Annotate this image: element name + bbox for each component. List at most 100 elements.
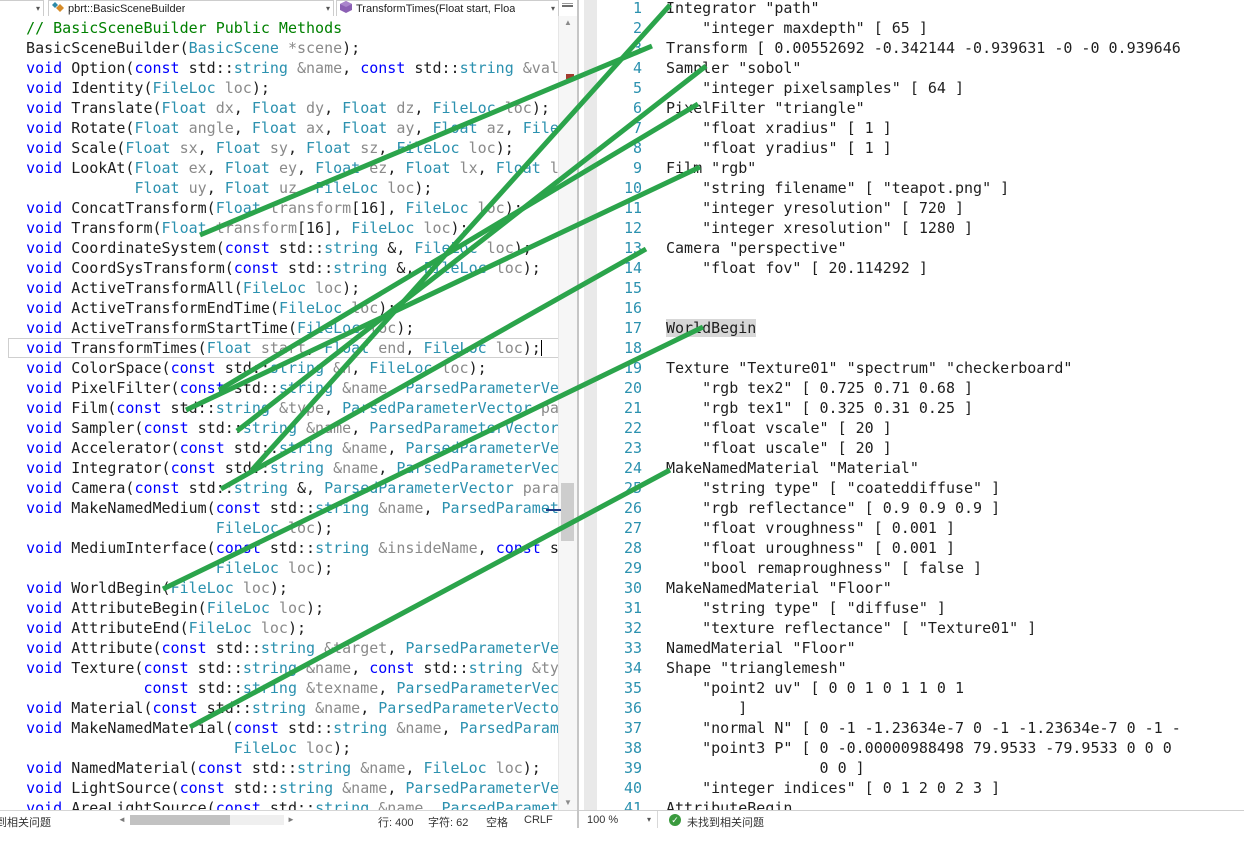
code-line[interactable]: Float uy, Float uz, FileLoc loc); <box>134 179 433 197</box>
code-line[interactable]: void CoordSysTransform(const std::string… <box>26 259 541 277</box>
code-line[interactable]: void ActiveTransformStartTime(FileLoc lo… <box>26 319 415 337</box>
file-line[interactable]: 31 "string type" [ "diffuse" ] <box>579 598 1244 618</box>
code-line[interactable]: void MakeNamedMaterial(const std::string… <box>26 719 559 737</box>
file-line[interactable]: 2 "integer maxdepth" [ 65 ] <box>579 18 1244 38</box>
file-line[interactable]: 5 "integer pixelsamples" [ 64 ] <box>579 78 1244 98</box>
code-line[interactable]: void ActiveTransformAll(FileLoc loc); <box>26 279 361 297</box>
code-line[interactable]: public: <box>8 16 559 18</box>
file-line[interactable]: 18 <box>579 338 1244 358</box>
code-line[interactable]: void Integrator(const std::string &name,… <box>26 459 559 477</box>
code-line[interactable]: void Option(const std::string &name, con… <box>26 59 559 77</box>
file-line[interactable]: 21 "rgb tex1" [ 0.325 0.31 0.25 ] <box>579 398 1244 418</box>
member-dropdown[interactable]: TransformTimes(Float start, Floa ▾ <box>336 0 559 17</box>
horizontal-scrollbar-thumb[interactable] <box>130 815 230 825</box>
code-line[interactable]: void Translate(Float dx, Float dy, Float… <box>26 99 550 117</box>
file-line[interactable]: 20 "rgb tex2" [ 0.725 0.71 0.68 ] <box>579 378 1244 398</box>
file-line[interactable]: 7 "float xradius" [ 1 ] <box>579 118 1244 138</box>
file-line[interactable]: 22 "float vscale" [ 20 ] <box>579 418 1244 438</box>
code-line[interactable]: // BasicSceneBuilder Public Methods <box>26 19 343 37</box>
code-line[interactable]: void Texture(const std::string &name, co… <box>26 659 559 677</box>
code-line[interactable]: void AreaLightSource(const std::string &… <box>26 799 559 810</box>
code-line[interactable]: void Scale(Float sx, Float sy, Float sz,… <box>26 139 514 157</box>
scrollbar-thumb[interactable] <box>561 483 574 541</box>
code-line[interactable]: FileLoc loc); <box>215 559 334 577</box>
horizontal-scrollbar[interactable] <box>130 815 284 825</box>
file-line[interactable]: 32 "texture reflectance" [ "Texture01" ] <box>579 618 1244 638</box>
document-health[interactable]: 未找到相关问题 <box>0 814 58 830</box>
code-line[interactable]: void Camera(const std::string &, ParsedP… <box>26 479 559 497</box>
eol-indicator[interactable]: CRLF <box>524 814 553 826</box>
code-line[interactable]: void ConcatTransform(Float transform[16]… <box>26 199 523 217</box>
file-line[interactable]: 12 "integer xresolution" [ 1280 ] <box>579 218 1244 238</box>
split-editor-handle[interactable] <box>560 2 575 13</box>
cpp-editor[interactable]: public: // BasicSceneBuilder Public Meth… <box>0 16 559 810</box>
project-dropdown[interactable]: ▾ <box>0 0 44 17</box>
code-line[interactable]: FileLoc loc); <box>215 519 334 537</box>
file-line[interactable]: 8 "float yradius" [ 1 ] <box>579 138 1244 158</box>
health-status-text[interactable]: 未找到相关问题 <box>687 817 764 828</box>
file-line[interactable]: 27 "float vroughness" [ 0.001 ] <box>579 518 1244 538</box>
vertical-scrollbar[interactable]: ▲ ▼ <box>558 16 577 810</box>
file-line[interactable]: 29 "bool remaproughness" [ false ] <box>579 558 1244 578</box>
code-line[interactable]: void LookAt(Float ex, Float ey, Float ez… <box>26 159 559 177</box>
code-line[interactable]: void AttributeEnd(FileLoc loc); <box>26 619 307 637</box>
code-line[interactable]: void Accelerator(const std::string &name… <box>26 439 559 457</box>
space-indicator[interactable]: 空格 <box>486 817 508 829</box>
file-line[interactable]: 16 <box>579 298 1244 318</box>
file-line[interactable]: 37 "normal N" [ 0 -1 -1.23634e-7 0 -1 -1… <box>579 718 1244 738</box>
file-line[interactable]: 28 "float uroughness" [ 0.001 ] <box>579 538 1244 558</box>
file-line[interactable]: 11 "integer yresolution" [ 720 ] <box>579 198 1244 218</box>
file-line[interactable]: 26 "rgb reflectance" [ 0.9 0.9 0.9 ] <box>579 498 1244 518</box>
scroll-left-icon[interactable]: ◄ <box>118 815 126 824</box>
line-indicator[interactable]: 行: 400 <box>378 817 414 829</box>
code-line[interactable]: const std::string &texname, ParsedParame… <box>143 679 559 697</box>
code-line[interactable]: void PixelFilter(const std::string &name… <box>26 379 559 397</box>
code-line[interactable]: void Sampler(const std::string &name, Pa… <box>26 419 559 437</box>
code-line[interactable]: FileLoc loc); <box>233 739 352 757</box>
file-line[interactable]: 25 "string type" [ "coateddiffuse" ] <box>579 478 1244 498</box>
type-dropdown[interactable]: pbrt::BasicSceneBuilder ▾ <box>48 0 334 17</box>
code-line[interactable]: void AttributeBegin(FileLoc loc); <box>26 599 325 617</box>
scroll-down-icon[interactable]: ▼ <box>564 798 572 807</box>
scroll-right-icon[interactable]: ► <box>287 815 295 824</box>
code-line[interactable]: void MediumInterface(const std::string &… <box>26 539 559 557</box>
code-line[interactable]: void Identity(FileLoc loc); <box>26 79 270 97</box>
file-line[interactable]: 39 0 0 ] <box>579 758 1244 778</box>
file-line[interactable]: 36 ] <box>579 698 1244 718</box>
code-line[interactable]: void NamedMaterial(const std::string &na… <box>26 759 541 777</box>
code-line[interactable]: void Transform(Float transform[16], File… <box>26 219 469 237</box>
file-line[interactable]: 38 "point3 P" [ 0 -0.00000988498 79.9533… <box>579 738 1244 758</box>
code-line[interactable]: BasicSceneBuilder(BasicScene *scene); <box>8 39 361 57</box>
code-line[interactable]: void LightSource(const std::string &name… <box>26 779 559 797</box>
file-line[interactable]: 23 "float uscale" [ 20 ] <box>579 438 1244 458</box>
code-line[interactable]: void ColorSpace(const std::string &n, Fi… <box>26 359 487 377</box>
code-line[interactable]: void TransformTimes(Float start, Float e… <box>8 338 559 358</box>
code-line[interactable]: void MakeNamedMedium(const std::string &… <box>26 499 559 517</box>
code-line[interactable]: void WorldBegin(FileLoc loc); <box>26 579 288 597</box>
zoom-level-select[interactable]: 100 % ▾ <box>579 811 658 828</box>
code-line[interactable]: void Attribute(const std::string &target… <box>26 639 559 657</box>
code-line[interactable]: void CoordinateSystem(const std::string … <box>26 239 532 257</box>
code-line[interactable]: void Rotate(Float angle, Float ax, Float… <box>26 119 559 137</box>
file-line[interactable]: 15 <box>579 278 1244 298</box>
scroll-up-icon[interactable]: ▲ <box>564 18 572 27</box>
file-line[interactable]: 14 "float fov" [ 20.114292 ] <box>579 258 1244 278</box>
char-indicator[interactable]: 字符: 62 <box>428 817 469 829</box>
code-line[interactable]: void Film(const std::string &type, Parse… <box>26 399 559 417</box>
file-line[interactable]: 35 "point2 uv" [ 0 0 1 0 1 1 0 1 <box>579 678 1244 698</box>
file-line[interactable]: 40 "integer indices" [ 0 1 2 0 2 3 ] <box>579 778 1244 798</box>
code-line[interactable]: void Material(const std::string &name, P… <box>26 699 559 717</box>
file-line[interactable]: 10 "string filename" [ "teapot.png" ] <box>579 178 1244 198</box>
